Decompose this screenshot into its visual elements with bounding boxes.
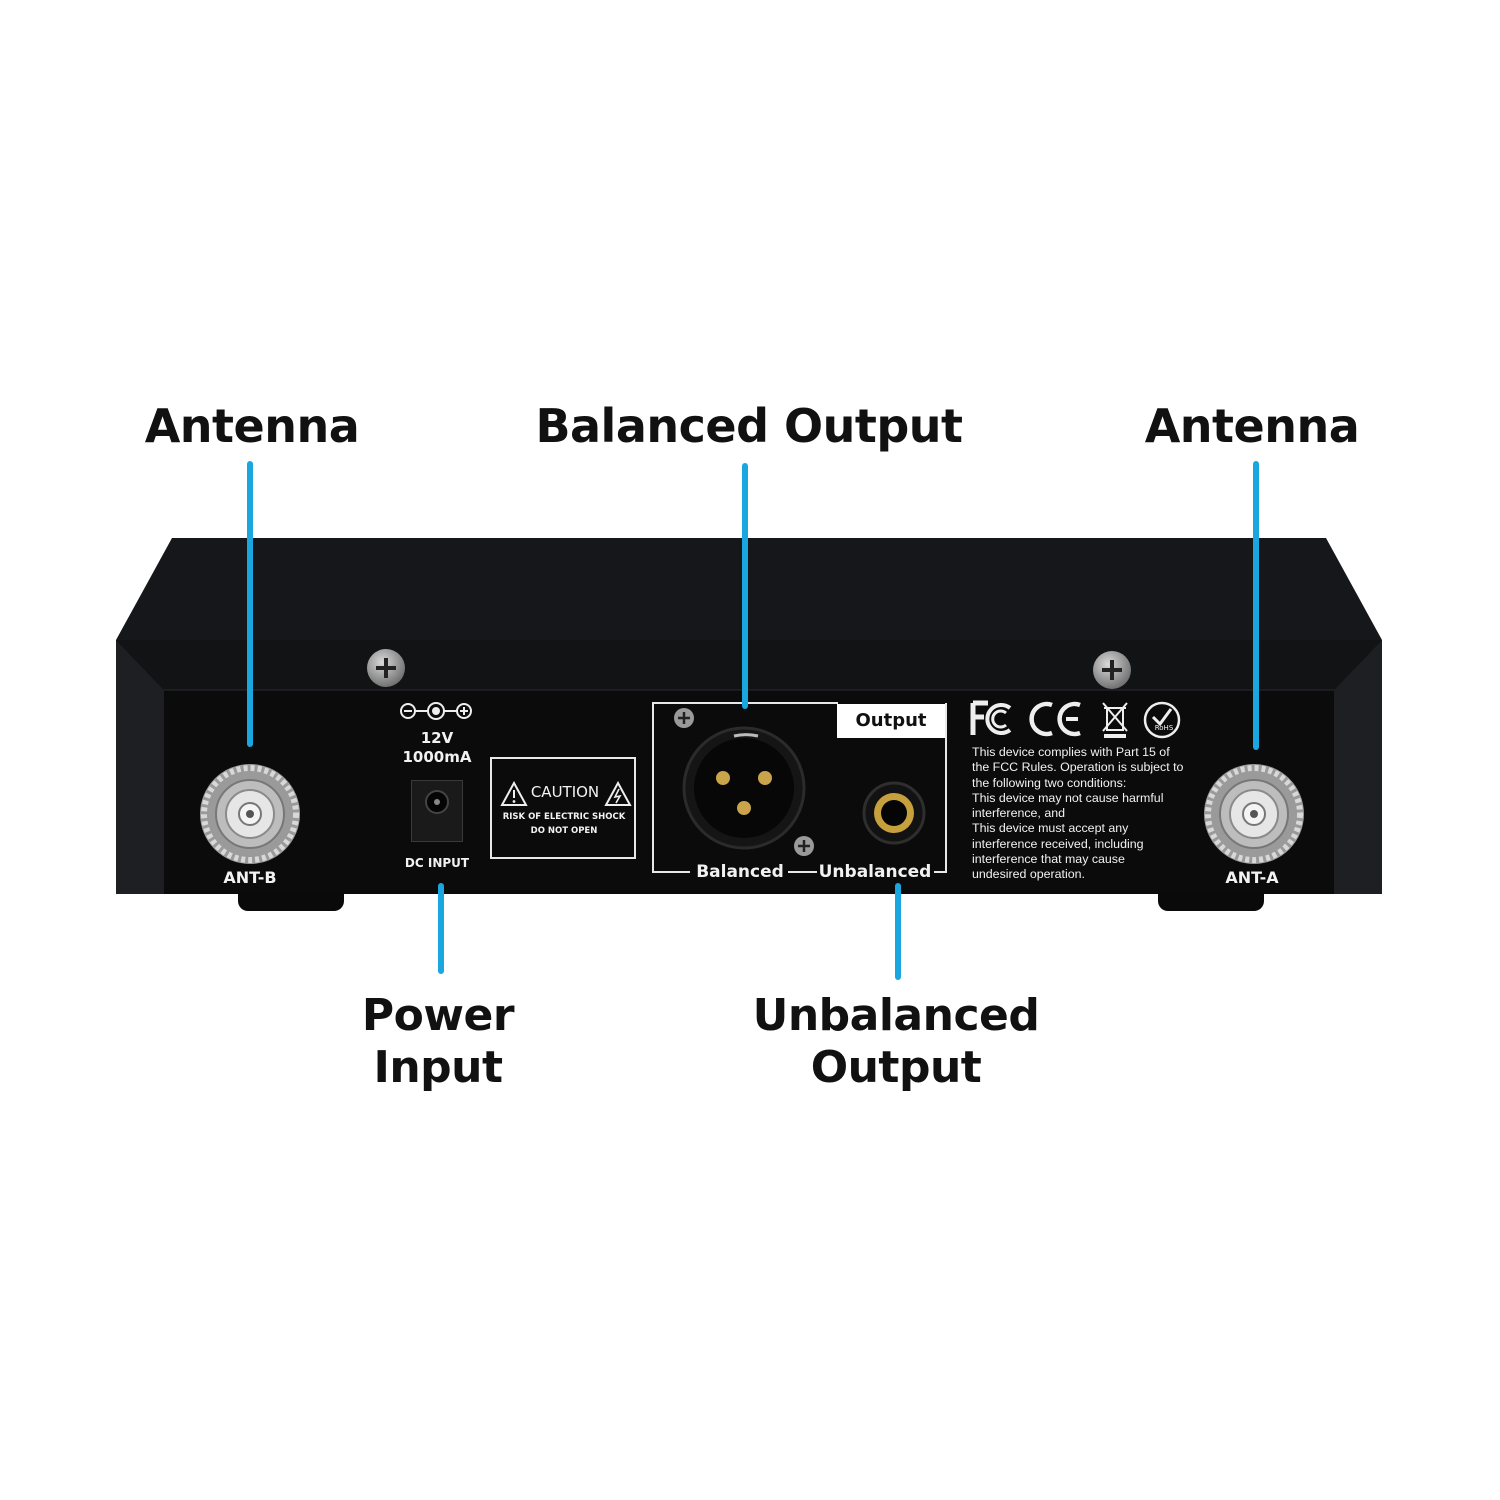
rohs-check-icon	[1143, 701, 1181, 739]
fcc-notice: This device complies with Part 15 of the…	[972, 745, 1202, 883]
fcc-notice-line: interference, and	[972, 806, 1065, 821]
screw-icon	[367, 649, 405, 687]
leader-line-power-input	[438, 883, 444, 974]
unbalanced-label: Unbalanced	[818, 862, 932, 882]
dc-input-label: DC INPUT	[404, 856, 470, 870]
xlr-connector-icon[interactable]	[666, 704, 826, 864]
callout-unbalanced-output-line1: Unbalanced	[752, 990, 1040, 1041]
dc-current: 1000mA	[402, 748, 472, 766]
fcc-notice-line: the following two conditions:	[972, 775, 1127, 790]
weee-bin-icon	[1102, 702, 1128, 738]
dc-polarity-icon	[400, 702, 472, 720]
leader-line-antenna-right	[1253, 461, 1259, 750]
dc-voltage: 12V	[420, 729, 454, 747]
output-header: Output	[837, 704, 945, 738]
dc-jack-icon[interactable]	[411, 780, 463, 842]
caution-line2: DO NOT OPEN	[530, 826, 598, 836]
device-foot-left	[238, 893, 344, 911]
fcc-notice-line: undesired operation.	[972, 867, 1085, 882]
device-top-surface	[172, 538, 1326, 642]
fcc-notice-line: This device may not cause harmful	[972, 790, 1164, 805]
leader-line-balanced-output	[742, 463, 748, 709]
caution-triangle-icon	[604, 781, 632, 806]
ce-mark-icon	[1029, 701, 1081, 737]
caution-title: CAUTION	[530, 783, 600, 801]
leader-line-unbalanced-output	[895, 883, 901, 980]
balanced-label: Balanced	[696, 862, 784, 882]
callout-power-input: Power Input	[338, 990, 538, 1094]
bnc-connector-icon[interactable]	[198, 762, 302, 866]
fcc-logo-icon	[970, 700, 1012, 735]
fcc-notice-line: interference received, including	[972, 836, 1144, 851]
caution-triangle-icon	[500, 781, 528, 806]
screw-icon	[1093, 651, 1131, 689]
fcc-notice-line: the FCC Rules. Operation is subject to	[972, 760, 1184, 775]
callout-balanced-output: Balanced Output	[535, 399, 963, 453]
callout-unbalanced-output-line2: Output	[810, 1042, 982, 1093]
leader-line-antenna-left	[247, 461, 253, 747]
callout-unbalanced-output: Unbalanced Output	[736, 990, 1056, 1094]
device-foot-right	[1158, 893, 1264, 911]
callout-antenna-left: Antenna	[144, 399, 360, 453]
caution-box: CAUTION RISK OF ELECTRIC SHOCK DO NOT OP…	[490, 757, 636, 859]
fcc-notice-line: This device complies with Part 15 of	[972, 745, 1170, 759]
ant-a-label: ANT-A	[1225, 868, 1279, 887]
callout-antenna-right: Antenna	[1144, 399, 1360, 453]
fcc-notice-line: interference that may cause	[972, 852, 1125, 867]
callout-power-input-line2: Input	[373, 1042, 503, 1093]
caution-line1: RISK OF ELECTRIC SHOCK	[502, 812, 626, 822]
ant-b-label: ANT-B	[223, 868, 277, 887]
bnc-connector-icon[interactable]	[1202, 762, 1306, 866]
fcc-notice-line: This device must accept any	[972, 821, 1129, 836]
callout-power-input-line1: Power	[361, 990, 515, 1041]
rohs-label: RoHS	[1154, 724, 1174, 732]
quarter-inch-jack-icon[interactable]	[861, 780, 927, 846]
